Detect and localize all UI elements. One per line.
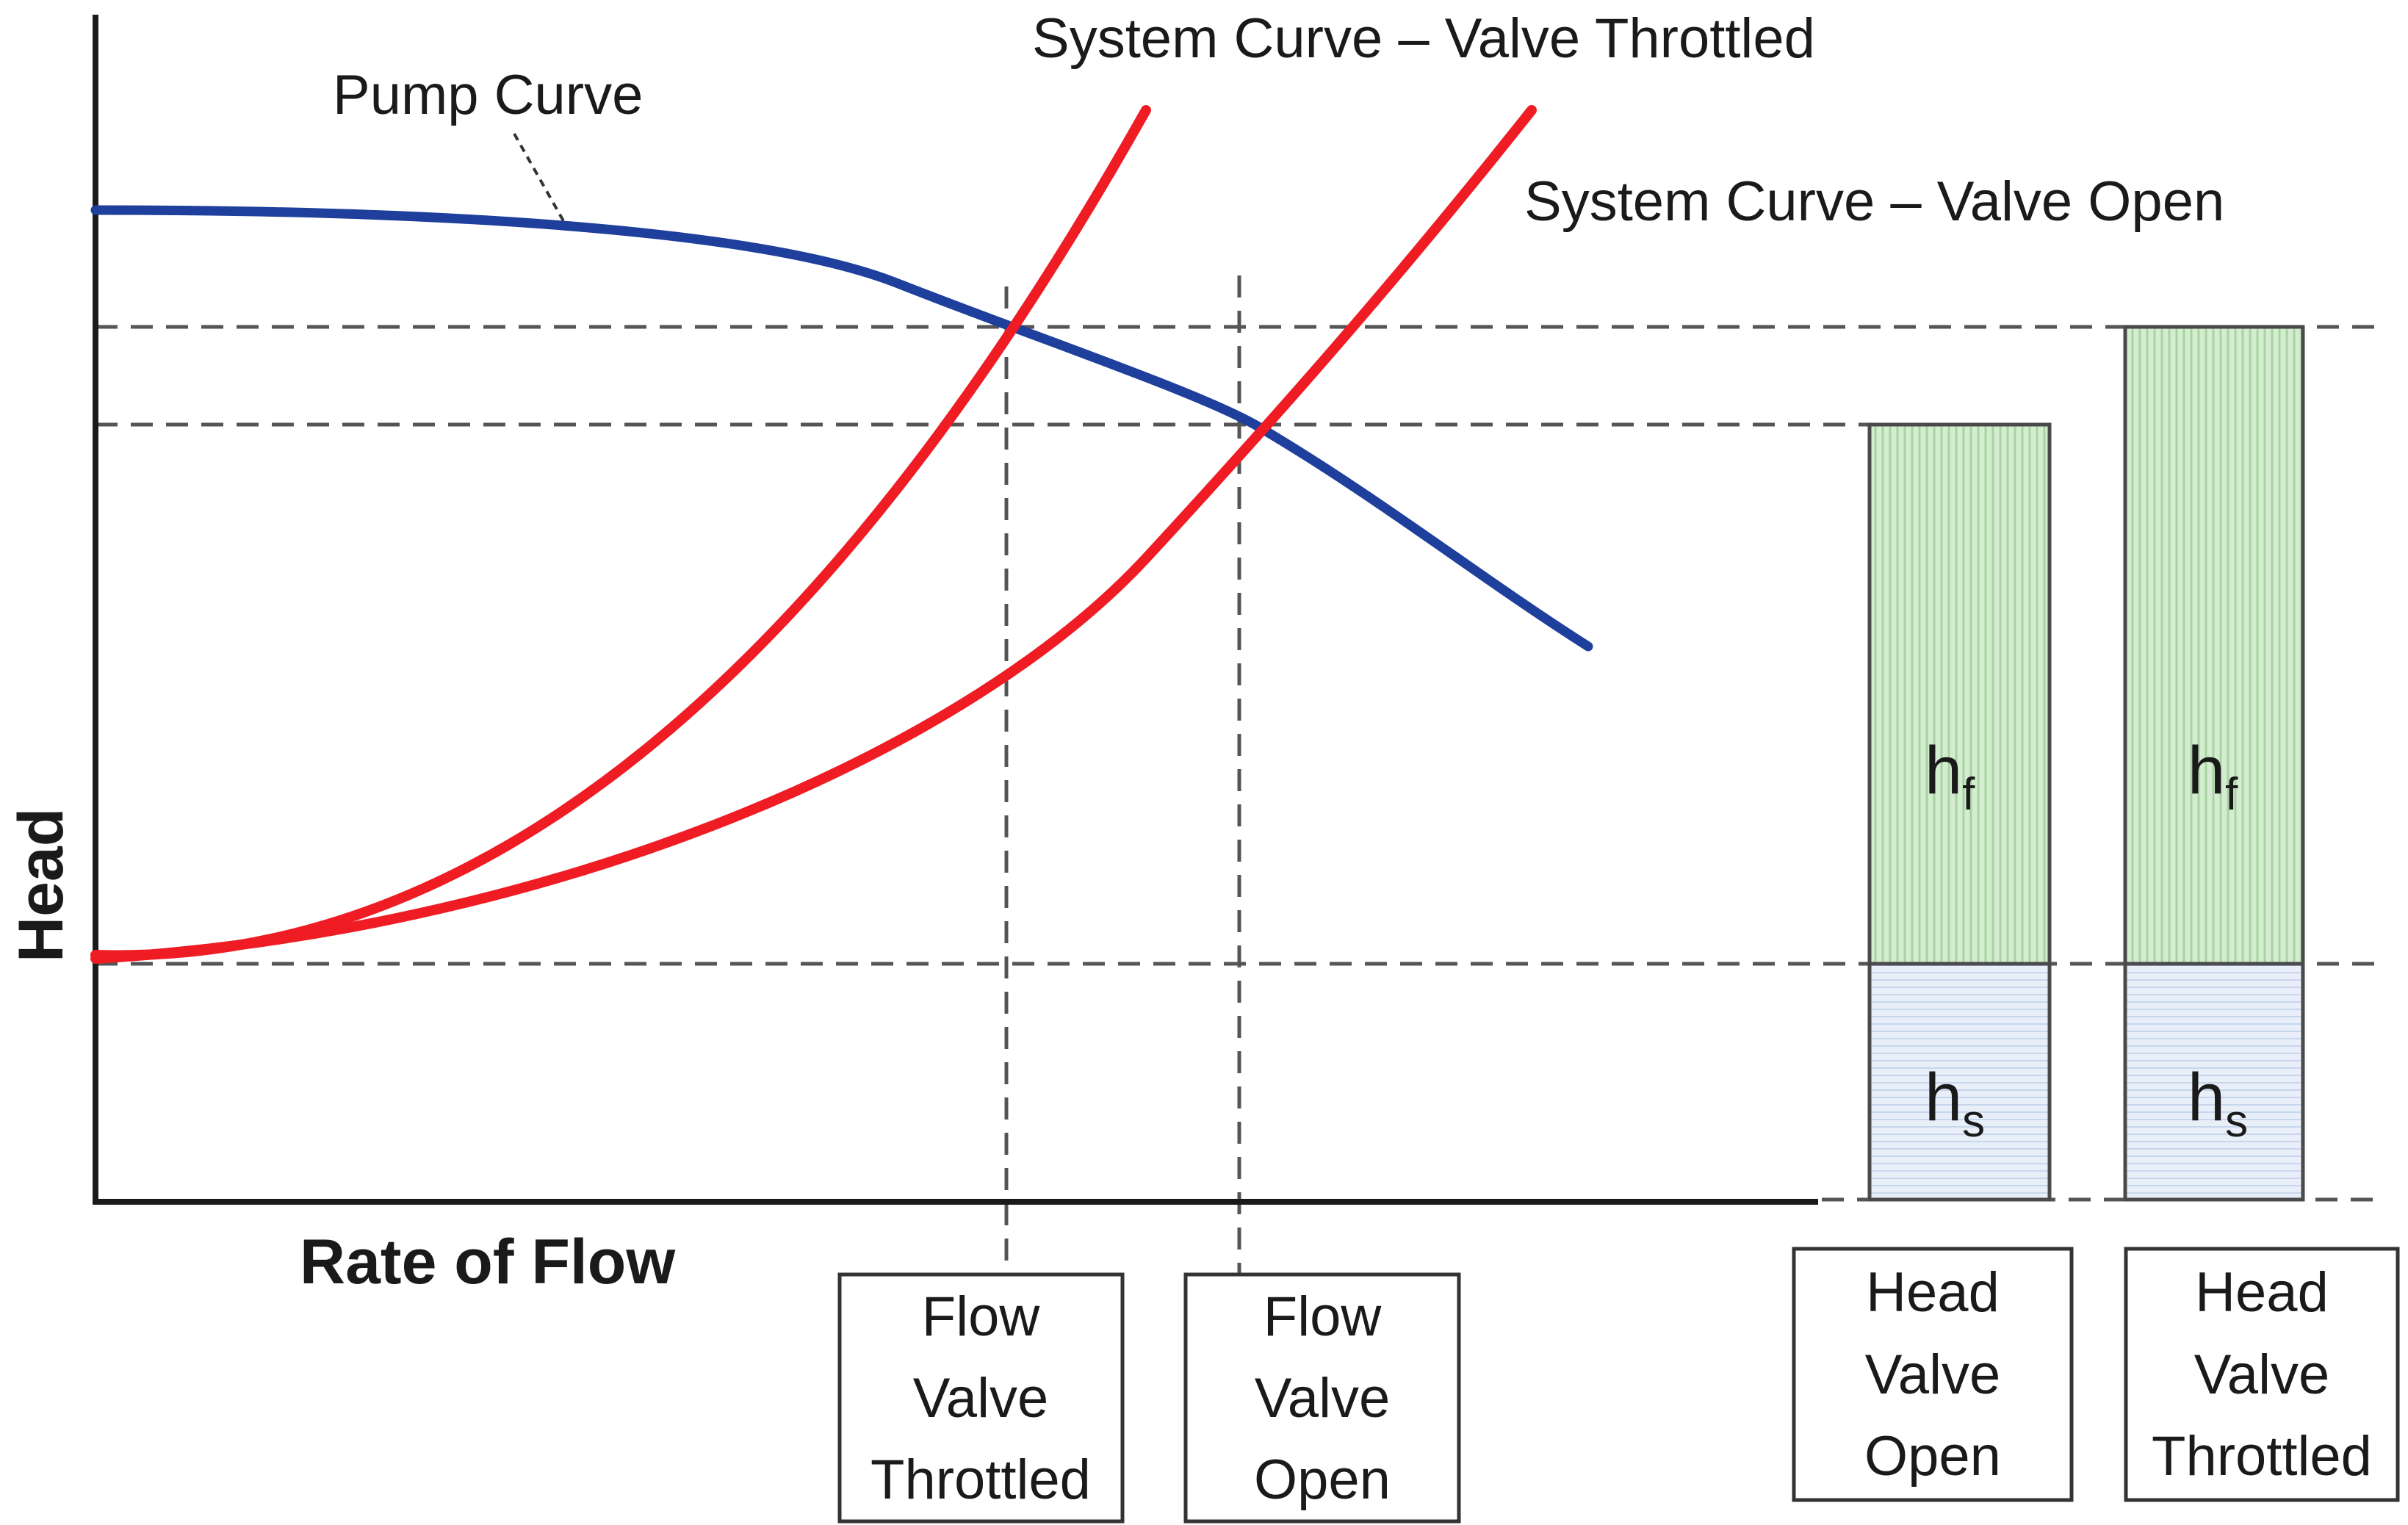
label-box-head-valve-throttled: Head Valve Throttled [2124, 1247, 2400, 1502]
system-curve-throttled [90, 105, 1151, 961]
bar-static-label: hs [1925, 1060, 1985, 1147]
bar-friction-label: hf [1925, 733, 1975, 820]
pump-curve [90, 205, 1593, 652]
bar-friction-label: hf [2188, 733, 2238, 820]
box-line: Open [1864, 1425, 2001, 1488]
box-line: Valve [2194, 1344, 2329, 1406]
bar-friction-segment [2123, 325, 2305, 966]
box-line: Open [1254, 1449, 1391, 1511]
y-axis-label: Head [6, 808, 76, 962]
box-line: Valve [1255, 1367, 1390, 1430]
box-line: Valve [913, 1367, 1048, 1430]
bar-static-segment [1867, 962, 2052, 1202]
pump-curve-leader [513, 133, 567, 226]
bar-friction-segment [1867, 422, 2052, 966]
system-curve-open [90, 105, 1537, 964]
bar-head-valve-throttled: hf hs [2123, 325, 2305, 1202]
box-line: Head [2195, 1261, 2329, 1324]
box-line: Flow [1264, 1286, 1383, 1348]
system-curve-throttled-label: System Curve – Valve Throttled [1032, 7, 1815, 70]
x-axis-label: Rate of Flow [300, 1227, 676, 1297]
box-line: Flow [922, 1286, 1041, 1348]
bar-head-valve-open: hf hs [1867, 422, 2052, 1202]
label-box-flow-valve-open: Flow Valve Open [1183, 1272, 1461, 1524]
label-box-flow-valve-throttled: Flow Valve Throttled [837, 1272, 1125, 1524]
label-box-head-valve-open: Head Valve Open [1792, 1247, 2074, 1502]
pump-curve-label: Pump Curve [333, 64, 643, 126]
bar-static-segment [2123, 962, 2305, 1202]
box-line: Head [1866, 1261, 2000, 1324]
box-line: Valve [1865, 1344, 2000, 1406]
bar-static-label: hs [2188, 1060, 2248, 1147]
system-curve-open-label: System Curve – Valve Open [1524, 170, 2224, 233]
box-line: Throttled [2152, 1425, 2372, 1488]
box-line: Throttled [870, 1449, 1091, 1511]
